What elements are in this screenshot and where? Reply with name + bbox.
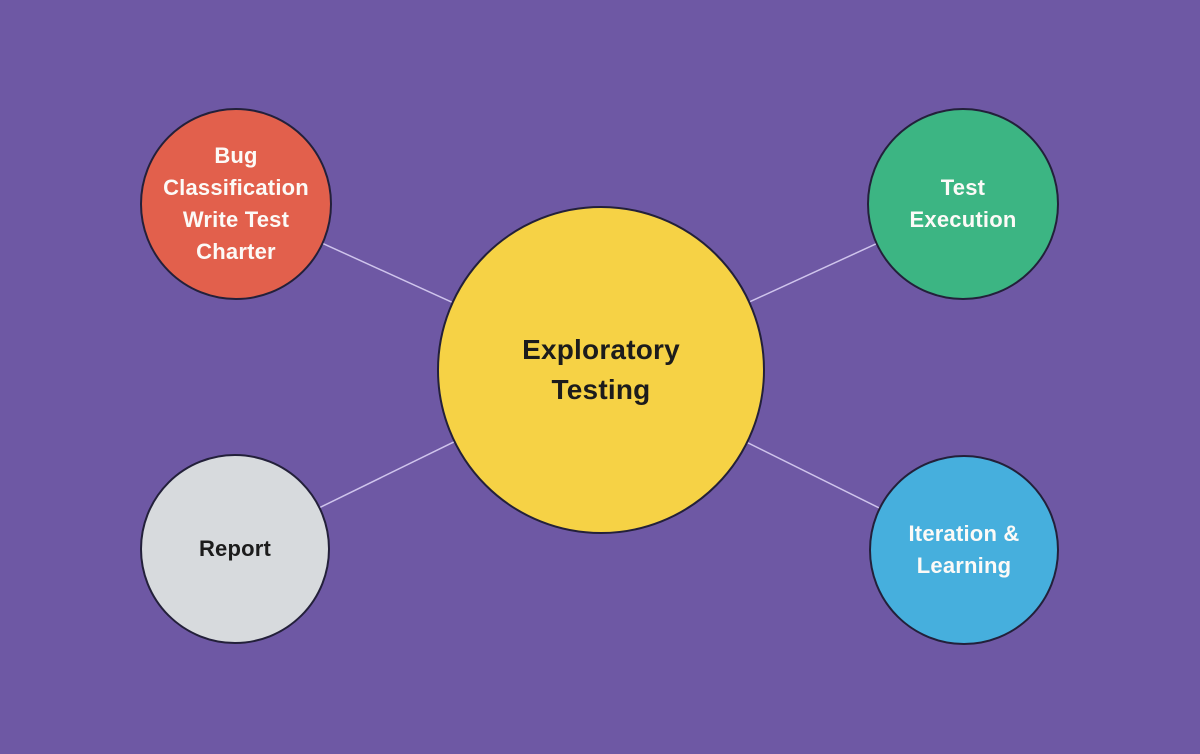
node-iteration-learning: Iteration & Learning [869, 455, 1059, 645]
node-report: Report [140, 454, 330, 644]
node-label: Report [199, 533, 271, 565]
node-label-line: Classification [163, 175, 309, 200]
node-label-line: Report [198, 536, 272, 561]
node-label-line: Execution [909, 207, 1017, 232]
node-label-line: Test [940, 175, 986, 200]
node-label-line: Learning [916, 553, 1012, 578]
node-label-line: Exploratory [522, 334, 680, 365]
node-label: Iteration & Learning [909, 518, 1020, 582]
node-label-line: Charter [196, 239, 276, 264]
node-label-line: Testing [551, 374, 651, 405]
node-label-line: Write Test [182, 207, 290, 232]
node-label-line: Iteration & [908, 521, 1020, 546]
node-label-line: Bug [214, 143, 258, 168]
